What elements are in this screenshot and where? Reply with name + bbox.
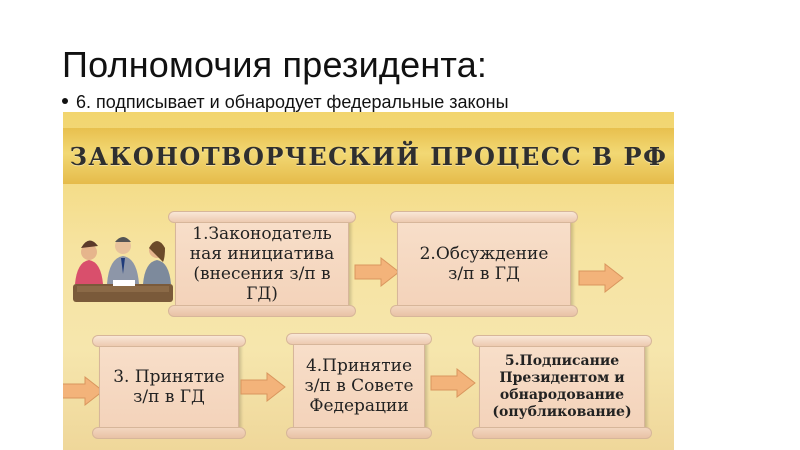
right-arrow-icon [430,368,476,398]
bullet-text: 6. подписывает и обнародует федеральные … [76,92,509,112]
diagram-banner [63,128,674,184]
bullet-dot [62,98,68,105]
step-2-label: 2.Обсуждение з/п в ГД [419,244,549,284]
step-3-label: 3. Принятие з/п в ГД [113,367,225,407]
step-5-scroll: 5.Подписание Президентом и обнародование… [472,335,652,439]
bullet-item: 6. подписывает и обнародует федеральные … [62,92,509,113]
people-meeting-icon [73,237,173,302]
step-1-scroll: 1.Законодатель ная инициатива (внесения … [168,211,356,317]
step-4-scroll: 4.Принятие з/п в Совете Федерации [286,333,432,439]
step-4-label: 4.Принятие з/п в Совете Федерации [304,356,414,416]
right-arrow-icon [578,263,624,293]
right-arrow-icon [63,376,104,406]
diagram-heading: ЗАКОНОТВОРЧЕСКИЙ ПРОЦЕСС В РФ [69,142,668,171]
step-5-label: 5.Подписание Президентом и обнародование… [492,353,632,420]
right-arrow-icon [240,372,286,402]
step-3-scroll: 3. Принятие з/п в ГД [92,335,246,439]
diagram-panel: ЗАКОНОТВОРЧЕСКИЙ ПРОЦЕСС В РФ 1.Законода… [63,112,674,450]
slide-title: Полномочия президента: [62,44,488,85]
right-arrow-icon [354,257,400,287]
step-2-scroll: 2.Обсуждение з/п в ГД [390,211,578,317]
step-1-label: 1.Законодатель ная инициатива (внесения … [189,224,335,304]
